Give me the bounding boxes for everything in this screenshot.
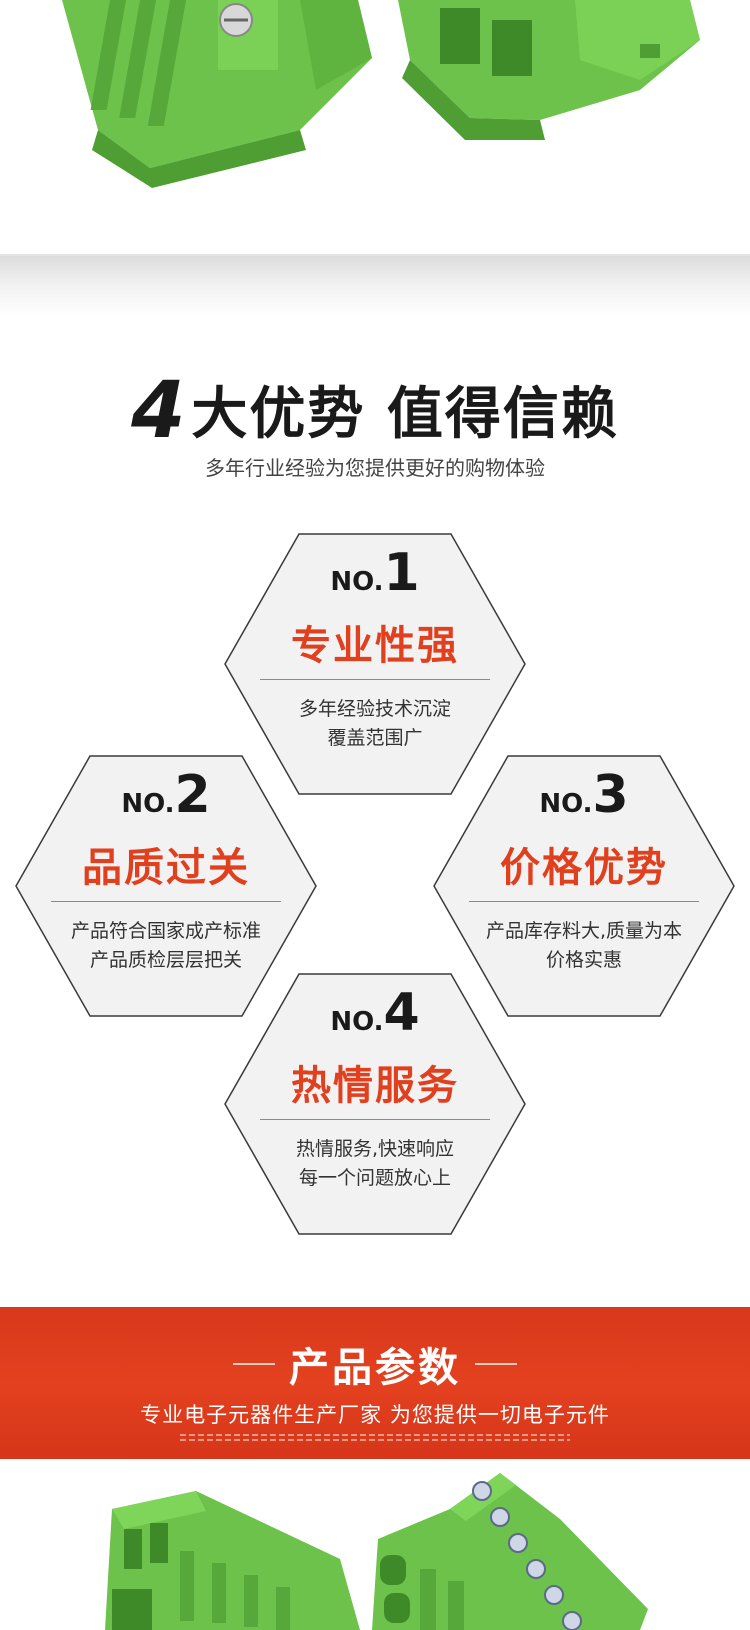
hexagon-shape xyxy=(15,755,317,1017)
feature-desc-line1: 产品符合国家成产标准 xyxy=(70,920,261,942)
feature-title: 价格优势 xyxy=(500,845,668,891)
headline-subtitle: 多年行业经验为您提供更好的购物体验 xyxy=(205,456,545,480)
bottom-product-photo xyxy=(0,1459,750,1630)
feature-divider xyxy=(51,901,281,902)
feature-divider xyxy=(469,901,699,902)
green-connector-image-top xyxy=(62,0,700,188)
feature-desc-line2: 产品质检层层把关 xyxy=(89,949,242,971)
section-divider xyxy=(0,254,750,256)
feature-no-number: 2 xyxy=(174,765,211,825)
banner-left-dash xyxy=(233,1363,275,1365)
feature-desc-line2: 价格实惠 xyxy=(545,949,622,971)
headline-number: 4 xyxy=(131,366,186,456)
feature-no-number: 3 xyxy=(592,765,629,825)
green-connector-image-bottom xyxy=(105,1473,648,1630)
feature-desc-line1: 热情服务,快速响应 xyxy=(295,1138,455,1160)
feature-no-number: 1 xyxy=(383,543,420,603)
product-parameters-banner: 产品参数 专业电子元器件生产厂家 为您提供一切电子元件 xyxy=(0,1307,750,1459)
feature-no-label: NO. xyxy=(539,789,593,819)
feature-description: 产品符合国家成产标准 产品质检层层把关 xyxy=(15,917,317,975)
banner-fine-print-decoration xyxy=(180,1431,570,1445)
feature-desc-line1: 多年经验技术沉淀 xyxy=(298,698,451,720)
feature-hexagon-1: NO.1 专业性强 多年经验技术沉淀 覆盖范围广 xyxy=(224,533,526,795)
shadow-band xyxy=(0,256,750,316)
feature-no-number: 4 xyxy=(383,983,420,1043)
feature-no-label: NO. xyxy=(330,1007,384,1037)
feature-desc-line2: 覆盖范围广 xyxy=(327,727,423,749)
feature-no-label: NO. xyxy=(121,789,175,819)
banner-subtitle: 专业电子元器件生产厂家 为您提供一切电子元件 xyxy=(140,1403,610,1427)
feature-hexagon-2: NO.2 品质过关 产品符合国家成产标准 产品质检层层把关 xyxy=(15,755,317,1017)
banner-right-dash xyxy=(475,1363,517,1365)
hexagon-shape xyxy=(224,533,526,795)
feature-title: 热情服务 xyxy=(291,1063,459,1109)
feature-description: 产品库存料大,质量为本 价格实惠 xyxy=(433,917,735,975)
banner-title: 产品参数 xyxy=(289,1345,461,1391)
headline-text: 大优势 值得信赖 xyxy=(191,382,619,447)
top-product-photo xyxy=(0,0,750,255)
feature-hexagon-4: NO.4 热情服务 热情服务,快速响应 每一个问题放心上 xyxy=(224,973,526,1235)
feature-description: 多年经验技术沉淀 覆盖范围广 xyxy=(224,695,526,753)
hexagon-shape xyxy=(224,973,526,1235)
feature-divider xyxy=(260,1119,490,1120)
feature-desc-line2: 每一个问题放心上 xyxy=(298,1167,451,1189)
feature-title: 专业性强 xyxy=(291,623,459,669)
feature-hexagon-3: NO.3 价格优势 产品库存料大,质量为本 价格实惠 xyxy=(433,755,735,1017)
feature-title: 品质过关 xyxy=(82,845,250,891)
feature-description: 热情服务,快速响应 每一个问题放心上 xyxy=(224,1135,526,1193)
hexagon-shape xyxy=(433,755,735,1017)
feature-desc-line1: 产品库存料大,质量为本 xyxy=(485,920,683,942)
feature-divider xyxy=(260,679,490,680)
feature-no-label: NO. xyxy=(330,567,384,597)
